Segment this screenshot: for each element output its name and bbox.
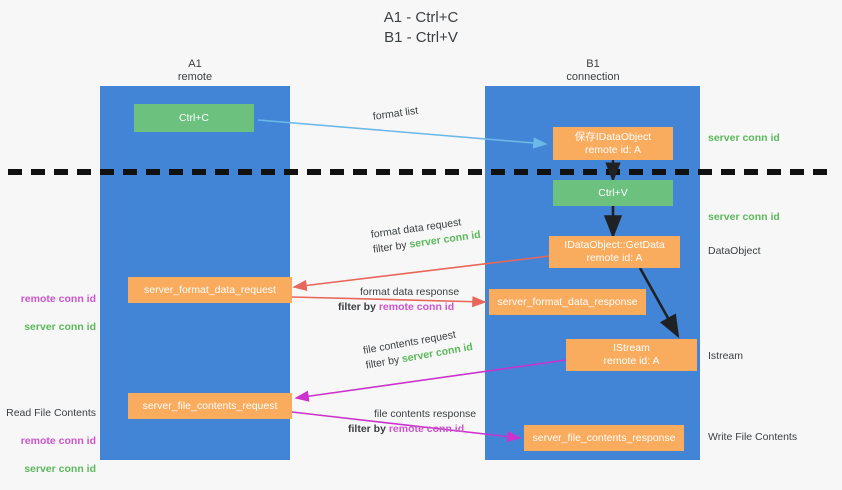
lane-header-b1: B1 connection bbox=[566, 58, 620, 83]
filter-by-prefix-4: filter by bbox=[348, 423, 389, 435]
conn-id-token-4: remote conn id bbox=[388, 423, 465, 435]
conn-id-token-2: remote conn id bbox=[378, 301, 455, 313]
corner-server-conn-id-1: server conn id bbox=[24, 321, 96, 333]
edge-label-format-list: format list bbox=[372, 104, 419, 125]
label-istream: Istream bbox=[708, 350, 744, 362]
node-istream[interactable]: IStream remote id: A bbox=[566, 339, 697, 371]
label-server-conn-id-mid: server conn id bbox=[708, 211, 780, 223]
filter-by-prefix-2: filter by bbox=[338, 301, 379, 313]
edge-label-file-contents-response-line2: filter by remote conn id bbox=[348, 422, 476, 437]
node-ctrl-v[interactable]: Ctrl+V bbox=[553, 180, 673, 206]
edge-label-format-data-request: format data request filter by server con… bbox=[370, 213, 482, 258]
corner-server-conn-id-2: server conn id bbox=[24, 463, 96, 475]
node-save-idataobject[interactable]: 保存IDataObject remote id: A bbox=[553, 127, 673, 160]
corner-read-file-contents-title: Read File Contents bbox=[6, 407, 96, 419]
corner-format-conn-ids: remote conn id server conn id bbox=[0, 278, 96, 348]
label-write-file-contents: Write File Contents bbox=[708, 431, 798, 443]
edge-label-file-contents-response-line1: file contents response bbox=[374, 408, 477, 420]
label-data-object: DataObject bbox=[708, 245, 761, 257]
node-idataobject-getdata[interactable]: IDataObject::GetData remote id: A bbox=[549, 236, 680, 268]
edge-label-file-contents-request: file contents request filter by server c… bbox=[362, 325, 474, 373]
edge-label-format-data-response-line1: format data response bbox=[360, 286, 460, 298]
node-ctrl-c[interactable]: Ctrl+C bbox=[134, 104, 254, 132]
node-server-format-data-response[interactable]: server_format_data_response bbox=[489, 289, 646, 315]
label-server-conn-id-top: server conn id bbox=[708, 132, 780, 144]
corner-read-file-contents: Read File Contents remote conn id server… bbox=[0, 392, 96, 490]
node-server-file-contents-response[interactable]: server_file_contents_response bbox=[524, 425, 684, 451]
edge-label-format-data-response: format data response filter by remote co… bbox=[338, 285, 459, 315]
edge-label-format-data-response-line2: filter by remote conn id bbox=[338, 300, 459, 315]
lane-header-a1: A1 remote bbox=[177, 58, 213, 83]
corner-remote-conn-id-2: remote conn id bbox=[20, 435, 96, 447]
node-server-format-data-request[interactable]: server_format_data_request bbox=[128, 277, 292, 303]
node-server-file-contents-request[interactable]: server_file_contents_request bbox=[128, 393, 292, 419]
filter-by-prefix-1: filter by bbox=[372, 238, 411, 256]
edge-label-format-list-text: format list bbox=[372, 104, 419, 123]
corner-remote-conn-id-1: remote conn id bbox=[20, 293, 96, 305]
page-title: A1 - Ctrl+C B1 - Ctrl+V bbox=[383, 9, 459, 46]
edge-label-file-contents-response: file contents response filter by remote … bbox=[348, 407, 476, 437]
